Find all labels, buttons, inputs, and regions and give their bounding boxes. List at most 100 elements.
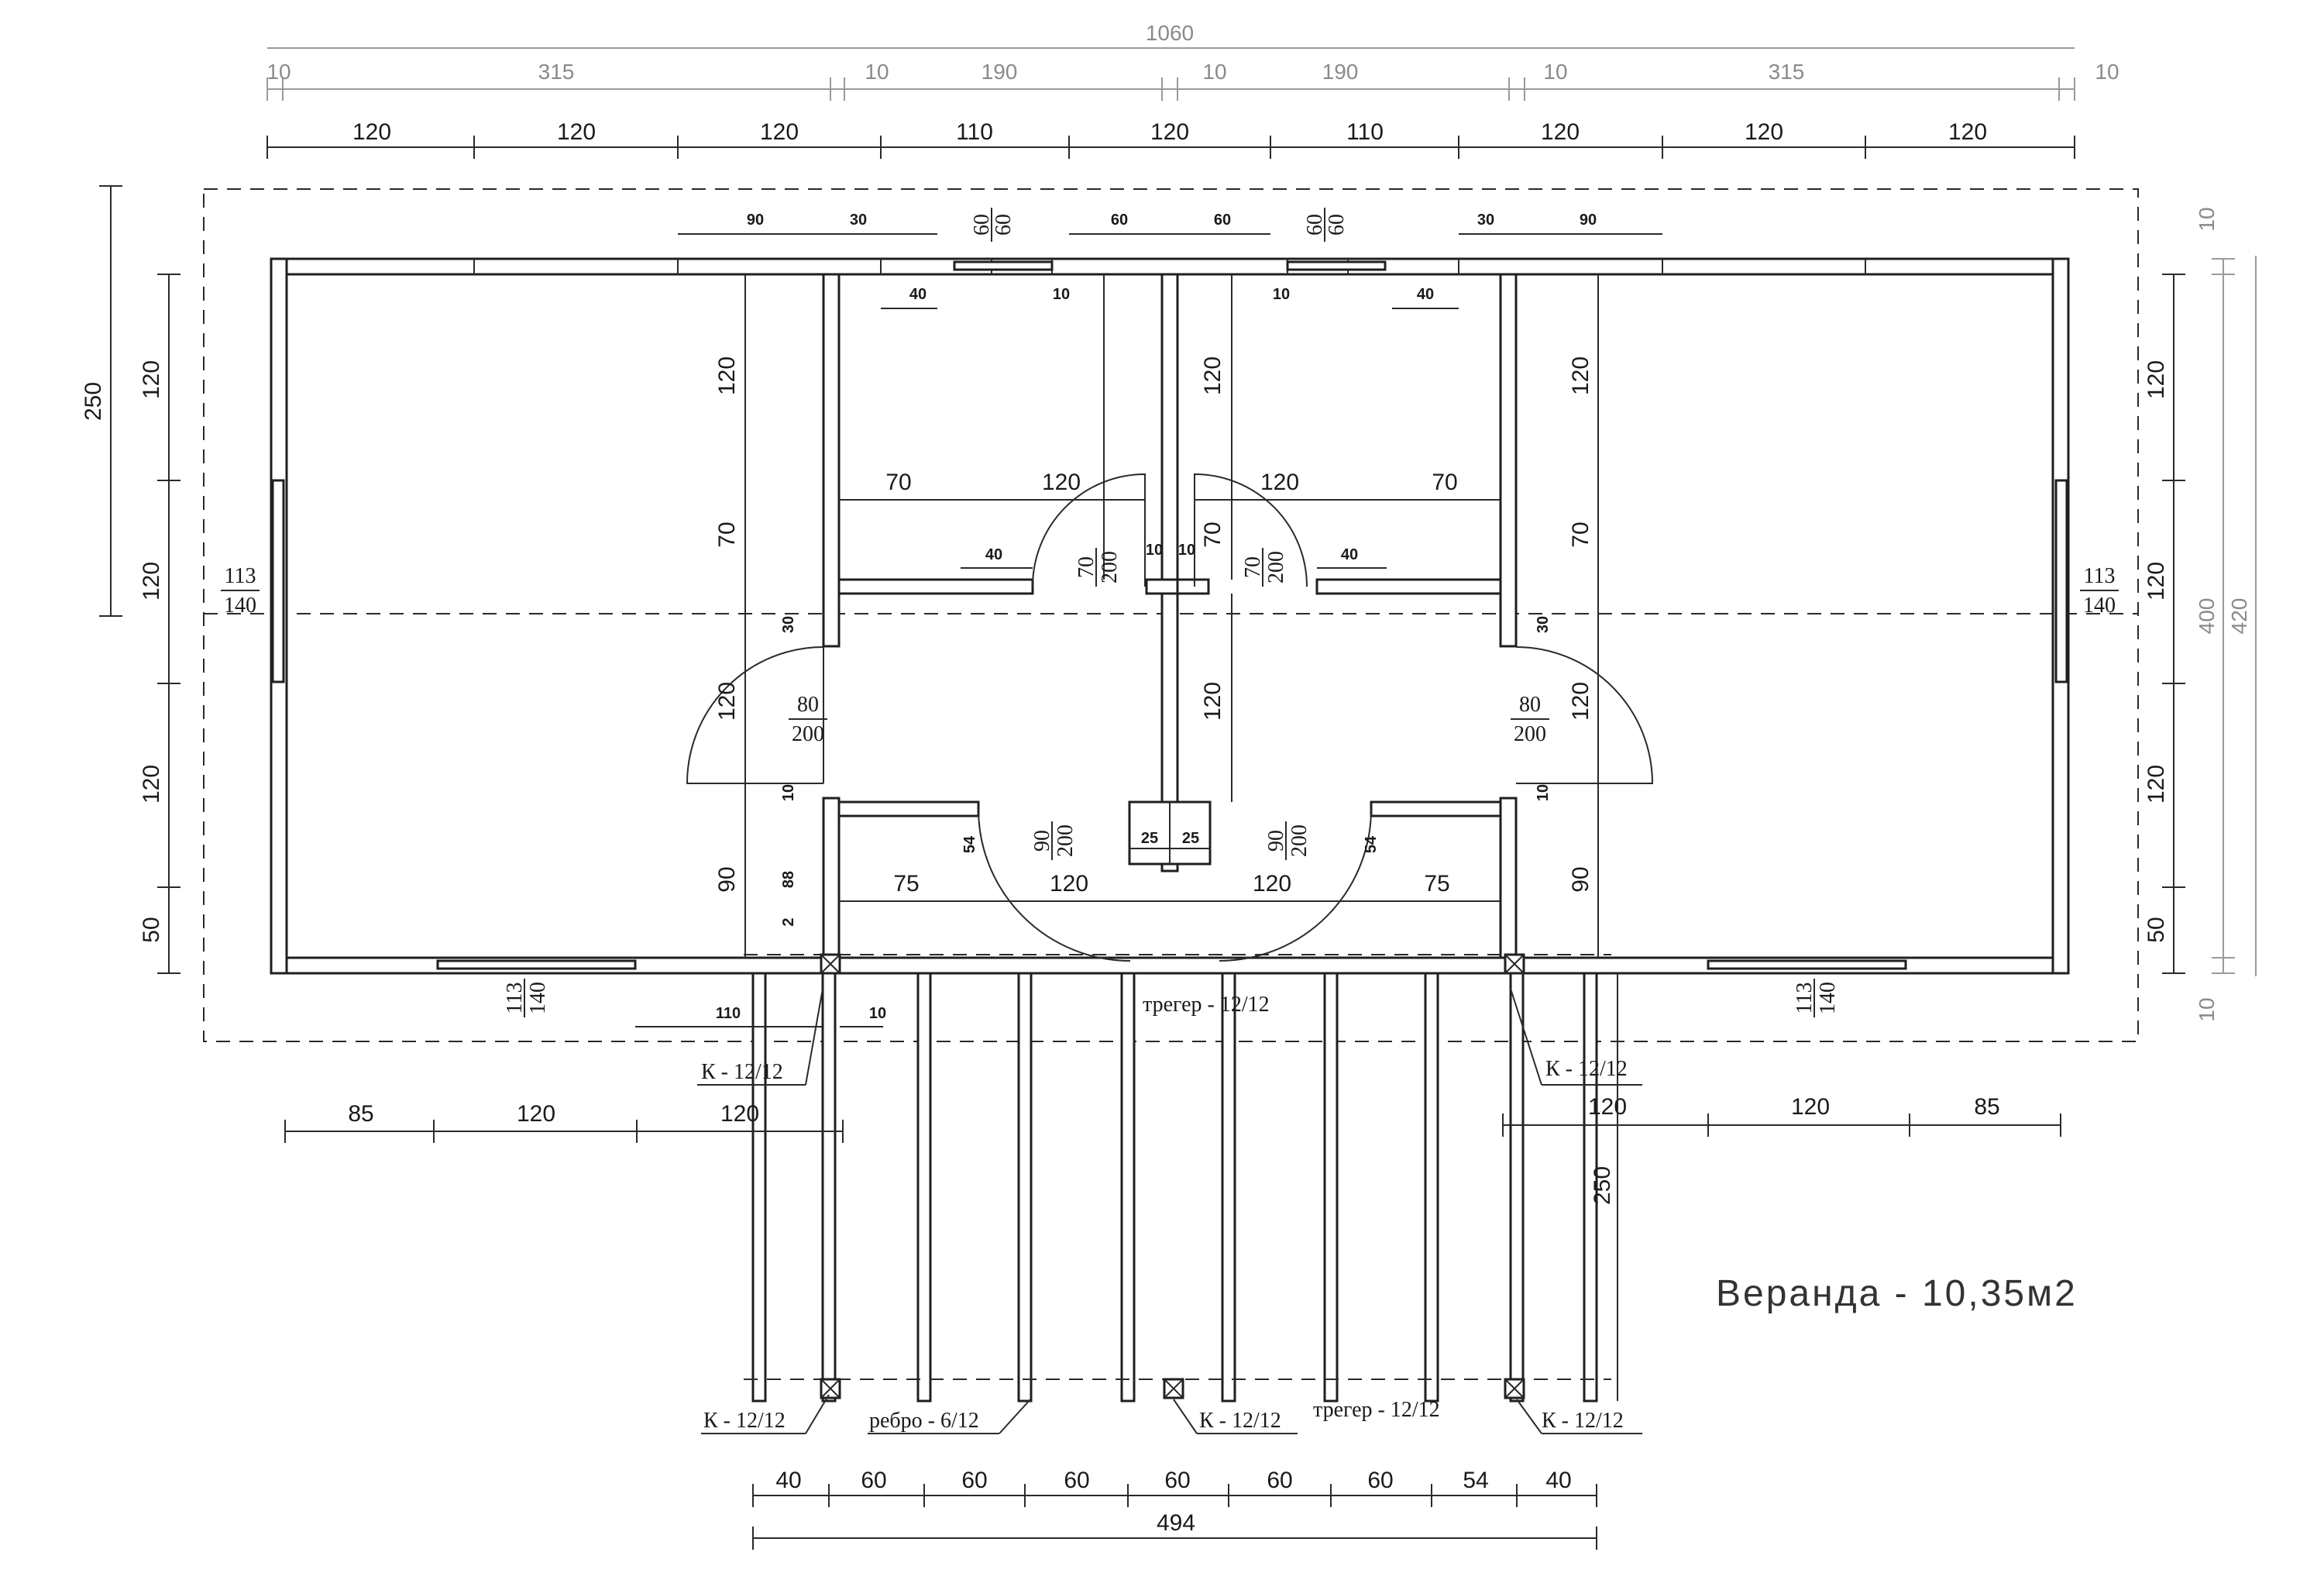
bottom-window-right [1707,959,1907,970]
dim-v-right-120a: 120 [1588,1094,1627,1120]
frac-bottom-left-num: 113 [503,983,527,1014]
dim-row2-1: 10 [266,60,290,84]
frac-door90-right-den: 200 [1287,824,1312,857]
post-k-3 [820,1378,841,1399]
veranda-structure [744,953,1611,1403]
dim-d10-right: 10 [1273,286,1290,303]
dim-right-seg-2: 120 [2144,562,2169,601]
roof-outline [203,188,2139,1042]
interior-dimensions: 90 30 60 60 30 90 60 60 60 60 40 10 10 4… [678,208,1662,958]
frac-door90-right-num: 90 [1264,830,1288,852]
dim-grey-10-bottom: 10 [2195,997,2219,1021]
dim-s40-left: 40 [985,546,1002,563]
dim-left-col-70: 70 [714,521,740,547]
dim-vb-8: 54 [1463,1468,1488,1493]
dim-s25b: 25 [1182,830,1199,847]
dim-grey-420: 420 [2227,598,2251,635]
dim-s54-left: 54 [961,835,978,853]
dim-s10a: 10 [1146,542,1163,559]
frac-door90-left-den: 200 [1054,824,1078,857]
dim-vb-5: 60 [1164,1468,1190,1493]
door-swings [686,473,1654,962]
label-k-bottom-3: К - 12/12 [1542,1409,1624,1433]
dim-vb-2: 60 [861,1468,886,1493]
dim-v-250: 250 [1590,1166,1615,1205]
dim-h70-right: 70 [1432,470,1457,495]
dim-w30-left: 30 [850,212,867,229]
dim-left-col-10: 10 [780,784,797,801]
frac-6060-left-den: 60 [992,214,1016,236]
side-window-left [271,479,285,683]
dim-vb-3: 60 [961,1468,987,1493]
dim-s40-right: 40 [1341,546,1358,563]
frac-door70-right-num: 70 [1241,556,1265,578]
dim-right-col-70: 70 [1568,521,1593,547]
dim-bottom-75b: 75 [1424,871,1449,897]
label-treger-top: трегер - 12/12 [1143,993,1270,1017]
dim-v-left-120b: 120 [720,1101,759,1127]
dim-w90-right: 90 [1580,212,1597,229]
dim-vb-4: 60 [1064,1468,1089,1493]
dim-left-col-2: 2 [780,917,797,926]
label-k-left-top: К - 12/12 [701,1060,783,1084]
left-dimension-chain: 250 120 120 120 50 [81,185,180,974]
dim-h120-left: 120 [1042,470,1081,495]
dim-row3-2: 120 [557,119,596,145]
label-k-right-top: К - 12/12 [1545,1057,1628,1081]
dim-grey-10-top: 10 [2195,207,2219,231]
post-k-4 [1163,1378,1184,1399]
frac-6060-left-num: 60 [970,214,994,236]
post-k-5 [1504,1378,1525,1399]
veranda-labels: трегер - 12/12 К - 12/12 К - 12/12 К - 1… [697,988,2075,1434]
dim-left-col-120a: 120 [714,356,740,395]
dim-right-col-30: 30 [1535,616,1552,633]
frac-bottom-right-den: 140 [1816,982,1840,1014]
dim-w30-right: 30 [1477,212,1494,229]
dim-bottom-120b: 120 [1253,871,1291,897]
dim-grey-400: 400 [2195,598,2219,635]
frac-door70-left-num: 70 [1074,556,1098,578]
dim-row2-7: 10 [1543,60,1567,84]
outer-walls [270,257,2070,975]
dim-row2-4: 190 [982,60,1018,84]
dim-right-col-120a: 120 [1568,356,1593,395]
dim-v-110: 110 [716,1005,741,1022]
dim-d10-left: 10 [1053,286,1070,303]
dim-midl-70: 70 [1200,521,1226,547]
veranda-dimensions: 110 10 85 120 120 120 120 85 250 40 60 [284,973,2061,1550]
dim-row3-4: 110 [956,119,993,145]
frac-6060-right-num: 60 [1303,214,1327,236]
dim-row3-1: 120 [352,119,391,145]
frac-door70-left-den: 200 [1098,551,1122,583]
dim-row2-2: 315 [538,60,575,84]
dim-w60-right: 60 [1214,212,1231,229]
frac-6060-right-den: 60 [1325,214,1349,236]
dim-h120-right: 120 [1260,470,1299,495]
side-window-right [2054,479,2068,683]
fraction-labels: 113 140 113 140 113 140 113 140 80 200 8… [221,548,2119,1017]
frac-door80-left-den: 200 [792,722,824,746]
dim-d40-right: 40 [1417,286,1434,303]
dim-vb-9: 40 [1545,1468,1571,1493]
dim-vb-1: 40 [775,1468,801,1493]
dim-midl-120b: 120 [1200,682,1226,721]
frac-side-left-den: 140 [224,594,256,618]
dim-left-seg-4: 50 [139,917,164,942]
dim-s54-right: 54 [1363,835,1380,853]
top-dimension-chain: 1060 10 315 10 190 10 190 10 315 10 120 … [266,21,2119,159]
post-k-2 [1504,953,1525,975]
dim-left-col-88: 88 [780,871,797,888]
label-rebro: ребро - 6/12 [869,1409,979,1433]
post-k-1 [820,953,841,975]
dim-vb-6: 60 [1267,1468,1292,1493]
dim-row2-6: 190 [1322,60,1359,84]
dim-row3-7: 120 [1541,119,1580,145]
dim-right-col-10: 10 [1535,784,1552,801]
dim-vb-7: 60 [1367,1468,1393,1493]
dim-s25a: 25 [1141,830,1158,847]
interior-walls [744,273,1599,959]
dim-row2-9: 10 [2095,60,2119,84]
dim-v-right-120b: 120 [1791,1094,1830,1120]
frac-side-right-num: 113 [2084,564,2116,588]
